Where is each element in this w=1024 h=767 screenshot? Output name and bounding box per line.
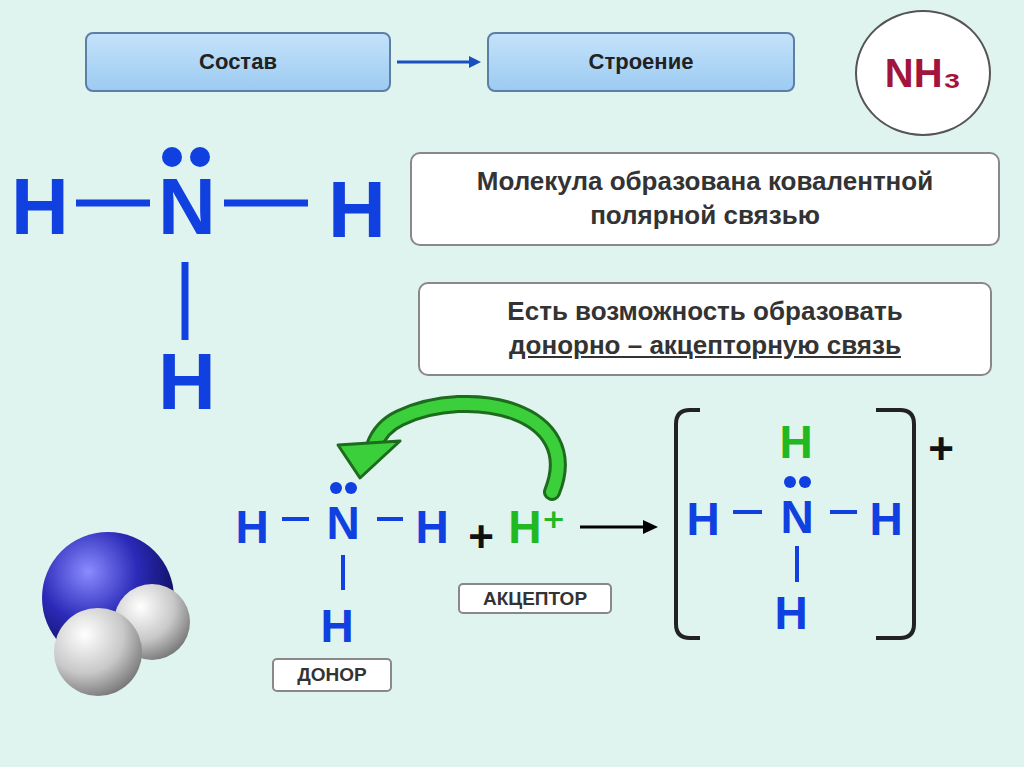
role-tag: ДОНОР [272, 658, 392, 692]
node-text: ДОНОР [297, 664, 367, 686]
node-text: АКЦЕПТОР [483, 588, 587, 610]
node-text: Молекула образована ковалентной полярной… [426, 165, 984, 233]
ion-brackets [676, 410, 914, 638]
flow-arrow [397, 56, 481, 68]
atom-symbol: N [326, 500, 359, 546]
lone-pair [162, 147, 210, 167]
reaction-arrow [580, 520, 658, 534]
statement-box: Есть возможность образоватьдонорно – акц… [418, 282, 992, 376]
node-text: Строение [589, 49, 694, 75]
space-filling-model [42, 532, 190, 696]
proton-symbol: H⁺ [508, 504, 566, 550]
electron-pair-arrow [374, 404, 558, 492]
atom-symbol: H [779, 419, 812, 465]
atom-symbol: H [11, 167, 69, 247]
formula-circle: NH₃ [855, 10, 991, 136]
atom-symbol: H [328, 170, 386, 250]
atom-symbol: H [869, 496, 902, 542]
heading-box: Строение [487, 32, 795, 92]
statement-box: Молекула образована ковалентной полярной… [410, 152, 1000, 246]
atom-symbol: H [774, 590, 807, 636]
heading-box: Состав [85, 32, 391, 92]
node-text: донорно – акцепторную связь [509, 329, 901, 363]
node-text: NH₃ [885, 51, 961, 96]
atom-symbol: N [158, 167, 216, 247]
lone-pair [784, 476, 811, 488]
atom-symbol: N [780, 494, 813, 540]
atom-symbol: H [686, 496, 719, 542]
arrowhead [338, 441, 400, 478]
node-text: Состав [199, 49, 277, 75]
role-tag: АКЦЕПТОР [458, 583, 612, 614]
lone-pair [330, 482, 357, 494]
charge-sign: + [928, 427, 954, 471]
atom-symbol: H [415, 504, 448, 550]
plus-sign: + [468, 515, 494, 559]
atom-symbol: H [320, 603, 353, 649]
atom-symbol: H [235, 504, 268, 550]
node-text: Есть возможность образовать [507, 295, 902, 329]
atom-symbol: H [158, 342, 216, 422]
